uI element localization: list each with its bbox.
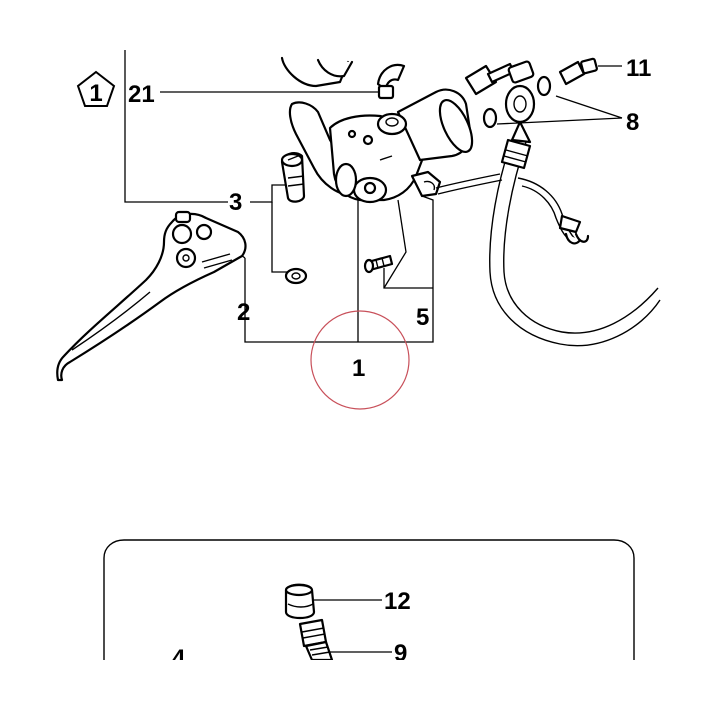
highlight-circle [310,310,410,410]
callout-2: 2 [237,299,250,326]
switch-screw [363,254,394,274]
callout-11: 11 [626,55,651,82]
callout-1: 1 [352,355,365,382]
inset-frame [103,539,635,660]
callout-21: 21 [128,81,155,108]
callouts: 1 21 11 8 3 2 5 1 [76,55,651,410]
brake-lever [56,210,247,382]
detail-inset: 12 9 4 [103,539,635,672]
pivot-bolt-and-nut [280,152,308,285]
brake-master-cylinder [288,88,503,204]
leader-lines [124,50,623,343]
callout-8: 8 [626,109,639,136]
callout-12: 12 [384,588,411,615]
callout-5: 5 [416,304,429,331]
brake-hose-assembly [464,57,661,347]
bottom-crop [0,660,720,720]
top-fragment-parts [280,56,406,100]
pentagon-badge [76,70,116,107]
callout-3: 3 [229,189,242,216]
pentagon-badge-label: 1 [89,80,102,107]
